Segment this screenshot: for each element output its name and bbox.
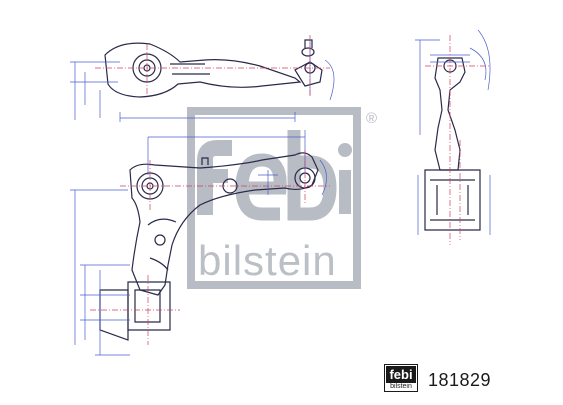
side-view-dimensions <box>415 29 491 235</box>
main-view-axes <box>90 150 330 345</box>
top-view-axes <box>95 35 330 98</box>
badge-logo-text: febi <box>386 366 416 383</box>
febi-watermark-logo <box>187 107 361 289</box>
bilstein-watermark-text: bilstein <box>198 237 337 284</box>
top-view-arm <box>104 39 323 98</box>
side-view-arm <box>424 57 481 231</box>
febi-bilstein-badge-logo: febi bilstein <box>384 364 418 392</box>
registered-mark: ® <box>366 110 378 127</box>
part-number: 181829 <box>428 370 492 390</box>
badge-sub-text: bilstein <box>390 383 412 390</box>
side-view-axes <box>425 35 490 245</box>
